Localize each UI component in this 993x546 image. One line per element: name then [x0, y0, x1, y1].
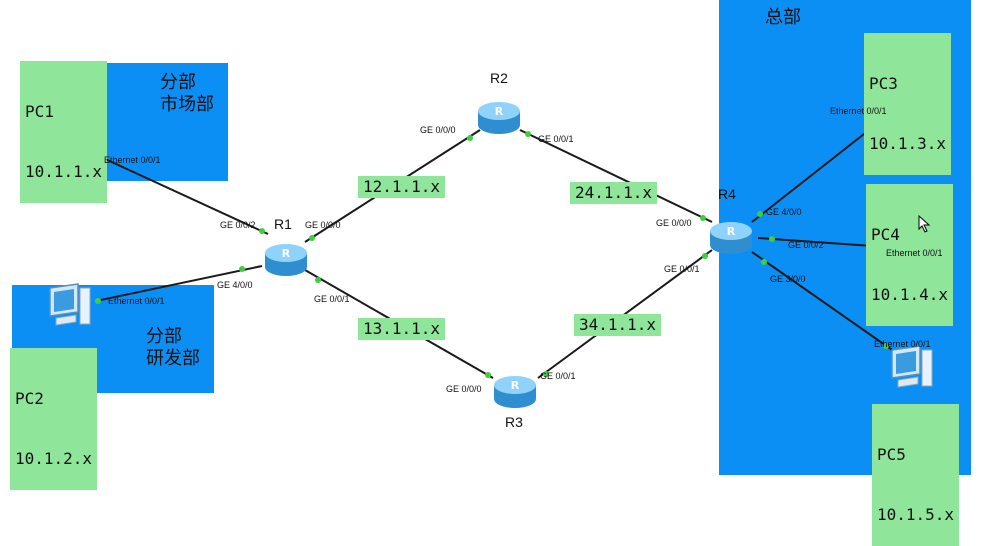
net-r3-r4: 34.1.1.x [574, 314, 662, 336]
pc2-name: PC2 [15, 389, 44, 408]
zone-branch-rd-label: 分部 研发部 [146, 326, 200, 370]
iface-r1-ge002: GE 0/0/2 [220, 220, 256, 230]
svg-text:R: R [495, 105, 504, 118]
zone-branch-market-line2: 市场部 [160, 94, 214, 115]
svg-text:R: R [282, 247, 291, 260]
port-pc5-eth [883, 343, 889, 349]
port-r4-ge002 [769, 236, 775, 242]
iface-r2-ge000: GE 0/0/0 [420, 125, 456, 135]
port-r1-ge002 [259, 228, 265, 234]
pc2-icon[interactable] [44, 282, 94, 330]
port-r4-ge300 [761, 259, 767, 265]
net-r1-r3: 13.1.1.x [358, 318, 446, 340]
iface-r4-ge300: GE 3/0/0 [770, 274, 806, 284]
mouse-cursor-icon [918, 215, 931, 233]
iface-pc2-eth: Ethernet 0/0/1 [108, 296, 165, 306]
iface-pc4-eth: Ethernet 0/0/1 [886, 248, 943, 258]
port-r1-ge001 [315, 277, 321, 283]
pc5-ip: 10.1.5.x [877, 505, 955, 524]
router-r4-icon[interactable]: R [708, 218, 754, 256]
zone-branch-market-line1: 分部 [160, 72, 196, 93]
svg-text:R: R [727, 225, 736, 238]
pc1-ip: 10.1.1.x [25, 162, 103, 181]
port-r4-ge001 [702, 253, 708, 259]
iface-r4-ge400: GE 4/0/0 [766, 207, 802, 217]
port-pc2-eth [95, 298, 101, 304]
zone-branch-rd-line2: 研发部 [146, 348, 200, 369]
port-r2-ge001 [525, 131, 531, 137]
net-r2-r4: 24.1.1.x [570, 182, 658, 204]
pc4-ip: 10.1.4.x [871, 285, 949, 304]
router-r1-icon[interactable]: R [263, 240, 309, 278]
net-r1-r2: 12.1.1.x [358, 176, 446, 198]
router-r3-name: R3 [505, 414, 523, 430]
iface-pc1-eth: Ethernet 0/0/1 [104, 155, 161, 165]
svg-text:R: R [511, 379, 520, 392]
link-r4-pc5 [751, 251, 896, 353]
pc5-label: PC5 10.1.5.x [872, 404, 960, 546]
iface-r1-ge001: GE 0/0/1 [314, 294, 350, 304]
port-r1-ge400 [239, 266, 245, 272]
pc1-label: PC1 10.1.1.x [20, 61, 108, 203]
port-r1-ge000 [309, 235, 315, 241]
port-r3-ge000 [485, 372, 491, 378]
pc5-icon[interactable] [886, 344, 936, 392]
iface-pc3-eth: Ethernet 0/0/1 [830, 106, 887, 116]
iface-r3-ge001: GE 0/0/1 [540, 371, 576, 381]
pc5-name: PC5 [877, 445, 906, 464]
router-r4-name: R4 [718, 186, 736, 202]
pc3-ip: 10.1.3.x [869, 134, 947, 153]
iface-r4-ge002: GE 0/0/2 [788, 240, 824, 250]
pc2-ip: 10.1.2.x [15, 449, 93, 468]
pc3-label: PC3 10.1.3.x [864, 33, 952, 175]
port-r2-ge000 [467, 135, 473, 141]
iface-r1-ge000: GE 0/0/0 [305, 220, 341, 230]
iface-pc5-eth: Ethernet 0/0/1 [874, 339, 931, 349]
iface-r4-ge001: GE 0/0/1 [664, 264, 700, 274]
port-r4-ge400 [757, 211, 763, 217]
zone-branch-rd-line1: 分部 [146, 326, 182, 347]
iface-r4-ge000: GE 0/0/0 [656, 218, 692, 228]
router-r2-name: R2 [490, 70, 508, 86]
link-r2-r4 [519, 129, 713, 223]
link-pc2-r1 [95, 265, 263, 302]
pc4-name: PC4 [871, 225, 900, 244]
iface-r2-ge001: GE 0/0/1 [538, 134, 574, 144]
zone-branch-market-label: 分部 市场部 [160, 72, 214, 116]
iface-r1-ge400: GE 4/0/0 [217, 280, 253, 290]
zone-hq-label: 总部 [765, 7, 801, 28]
router-r3-icon[interactable]: R [492, 372, 538, 410]
pc3-name: PC3 [869, 74, 898, 93]
link-pc1-r1 [89, 151, 269, 235]
router-r2-icon[interactable]: R [476, 98, 522, 136]
port-r4-ge000 [700, 215, 706, 221]
port-r3-ge001 [543, 371, 549, 377]
pc2-label: PC2 10.1.2.x [10, 348, 98, 490]
pc1-name: PC1 [25, 102, 54, 121]
router-r1-name: R1 [274, 216, 292, 232]
iface-r3-ge000: GE 0/0/0 [446, 384, 482, 394]
pc4-label: PC4 10.1.4.x [866, 184, 954, 326]
